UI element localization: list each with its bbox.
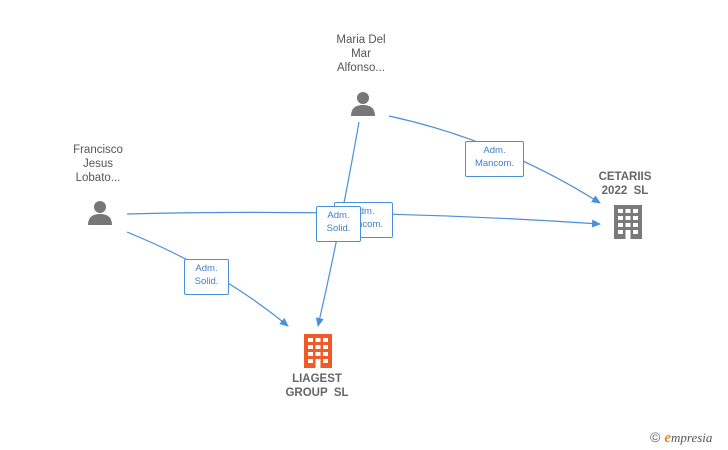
edge-label-line: Solid. xyxy=(194,276,219,287)
brand-name: mpresia xyxy=(671,430,713,445)
label-line: LIAGEST xyxy=(292,373,342,385)
label-line: GROUP SL xyxy=(285,387,349,399)
label-line: Alfonso... xyxy=(337,62,385,74)
building-icon[interactable] xyxy=(302,333,334,369)
label-line: Jesus xyxy=(82,158,114,170)
edge-label-line: Adm. xyxy=(327,210,350,221)
edge-label-line: Solid. xyxy=(326,223,351,234)
label-line: CETARIIS xyxy=(598,171,652,183)
edge-label-line: Mancom. xyxy=(474,158,515,169)
empresia-logo[interactable]: ©empresia xyxy=(650,429,712,447)
label-line: Maria Del xyxy=(336,34,386,46)
brand-initial: e xyxy=(664,430,671,446)
person-label-francisco: Francisco Jesus Lobato... xyxy=(57,143,139,185)
edge-label-line: Mancom. xyxy=(343,219,384,230)
copyright-symbol: © xyxy=(650,429,661,445)
edge-label-maria-liagest[interactable]: Adm. Solid. xyxy=(316,206,361,242)
person-icon[interactable] xyxy=(86,198,114,226)
company-label-liagest: LIAGEST GROUP SL xyxy=(268,372,366,400)
label-line: Mar xyxy=(351,48,371,60)
edge-label-francisco-liagest[interactable]: Adm. Solid. xyxy=(184,259,229,295)
label-line: Francisco xyxy=(73,144,123,156)
edge-label-line: Adm. xyxy=(352,206,375,217)
person-label-maria: Maria Del Mar Alfonso... xyxy=(320,33,402,75)
edge-label-line: Adm. xyxy=(483,145,506,156)
company-label-cetariis: CETARIIS 2022 SL xyxy=(583,170,667,198)
label-line: Lobato... xyxy=(75,172,121,184)
person-icon[interactable] xyxy=(349,89,377,117)
building-icon[interactable] xyxy=(612,204,644,240)
label-line: 2022 SL xyxy=(601,185,649,197)
edge-label-line: Adm. xyxy=(195,263,218,274)
edge-label-maria-cetariis[interactable]: Adm. Mancom. xyxy=(465,141,524,177)
